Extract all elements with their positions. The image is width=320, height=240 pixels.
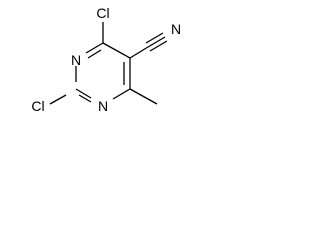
nitrile-triple-bond-1 <box>147 36 166 48</box>
bond-c4-n3 <box>85 42 104 54</box>
bond-c4-n3-inner <box>87 49 102 59</box>
atom-cl-bottom: Cl <box>31 98 44 114</box>
atom-cl-top: Cl <box>96 5 109 21</box>
nitrile-triple-bond-2 <box>145 32 164 44</box>
bond-c6-methyl <box>129 88 158 105</box>
bond-c2-cl <box>49 94 67 105</box>
bond-c4-c5 <box>102 42 131 59</box>
bond-c5-nitrile-carbon <box>129 46 149 59</box>
atom-n-nitrile: N <box>171 21 181 37</box>
structure-diagram: Cl N N Cl N <box>31 5 181 114</box>
nitrile-triple-bond-3 <box>149 40 168 52</box>
atom-n-bottom: N <box>98 98 108 114</box>
atom-n-top: N <box>71 52 81 68</box>
bond-c6-n1 <box>112 88 131 100</box>
bond-c2-n1 <box>78 94 92 103</box>
bond-c2-n1-inner <box>75 88 92 99</box>
